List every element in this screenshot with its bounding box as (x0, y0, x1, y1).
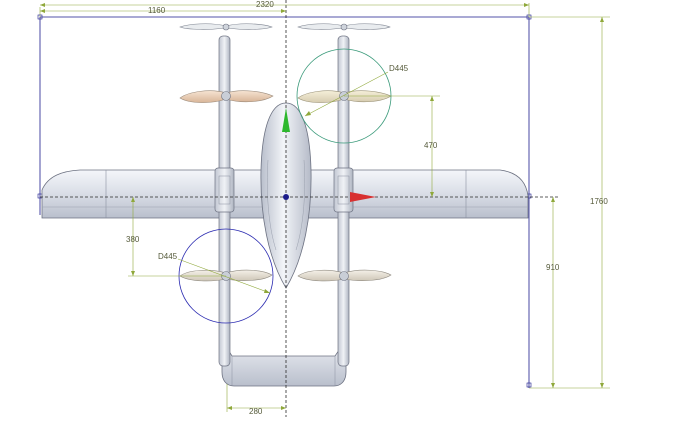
origin-point (283, 194, 289, 200)
top-left-propeller (179, 23, 273, 31)
tail-width-label: 280 (249, 407, 263, 416)
rear-rotor-diameter-label: D445 (158, 252, 178, 261)
aft-length-label: 910 (546, 263, 560, 272)
y-axis-arrow (282, 108, 290, 132)
x-axis-arrow (350, 192, 376, 202)
tail-assembly (221, 338, 347, 387)
front-rotor-offset-label: 470 (424, 141, 438, 150)
reference-frame (37, 3, 532, 388)
front-rotor-diameter-label: D445 (389, 64, 409, 73)
rear-left-propeller (179, 269, 273, 282)
rear-rotor-offset-label: 380 (126, 235, 140, 244)
front-left-propeller (179, 90, 274, 103)
right-boom (333, 35, 354, 367)
left-boom (214, 35, 235, 367)
rear-right-propeller (297, 269, 392, 282)
half-span-label: 1160 (148, 6, 166, 15)
overall-span-label: 2320 (256, 0, 274, 9)
top-right-propeller (297, 23, 391, 31)
overall-length-label: 1760 (590, 197, 608, 206)
